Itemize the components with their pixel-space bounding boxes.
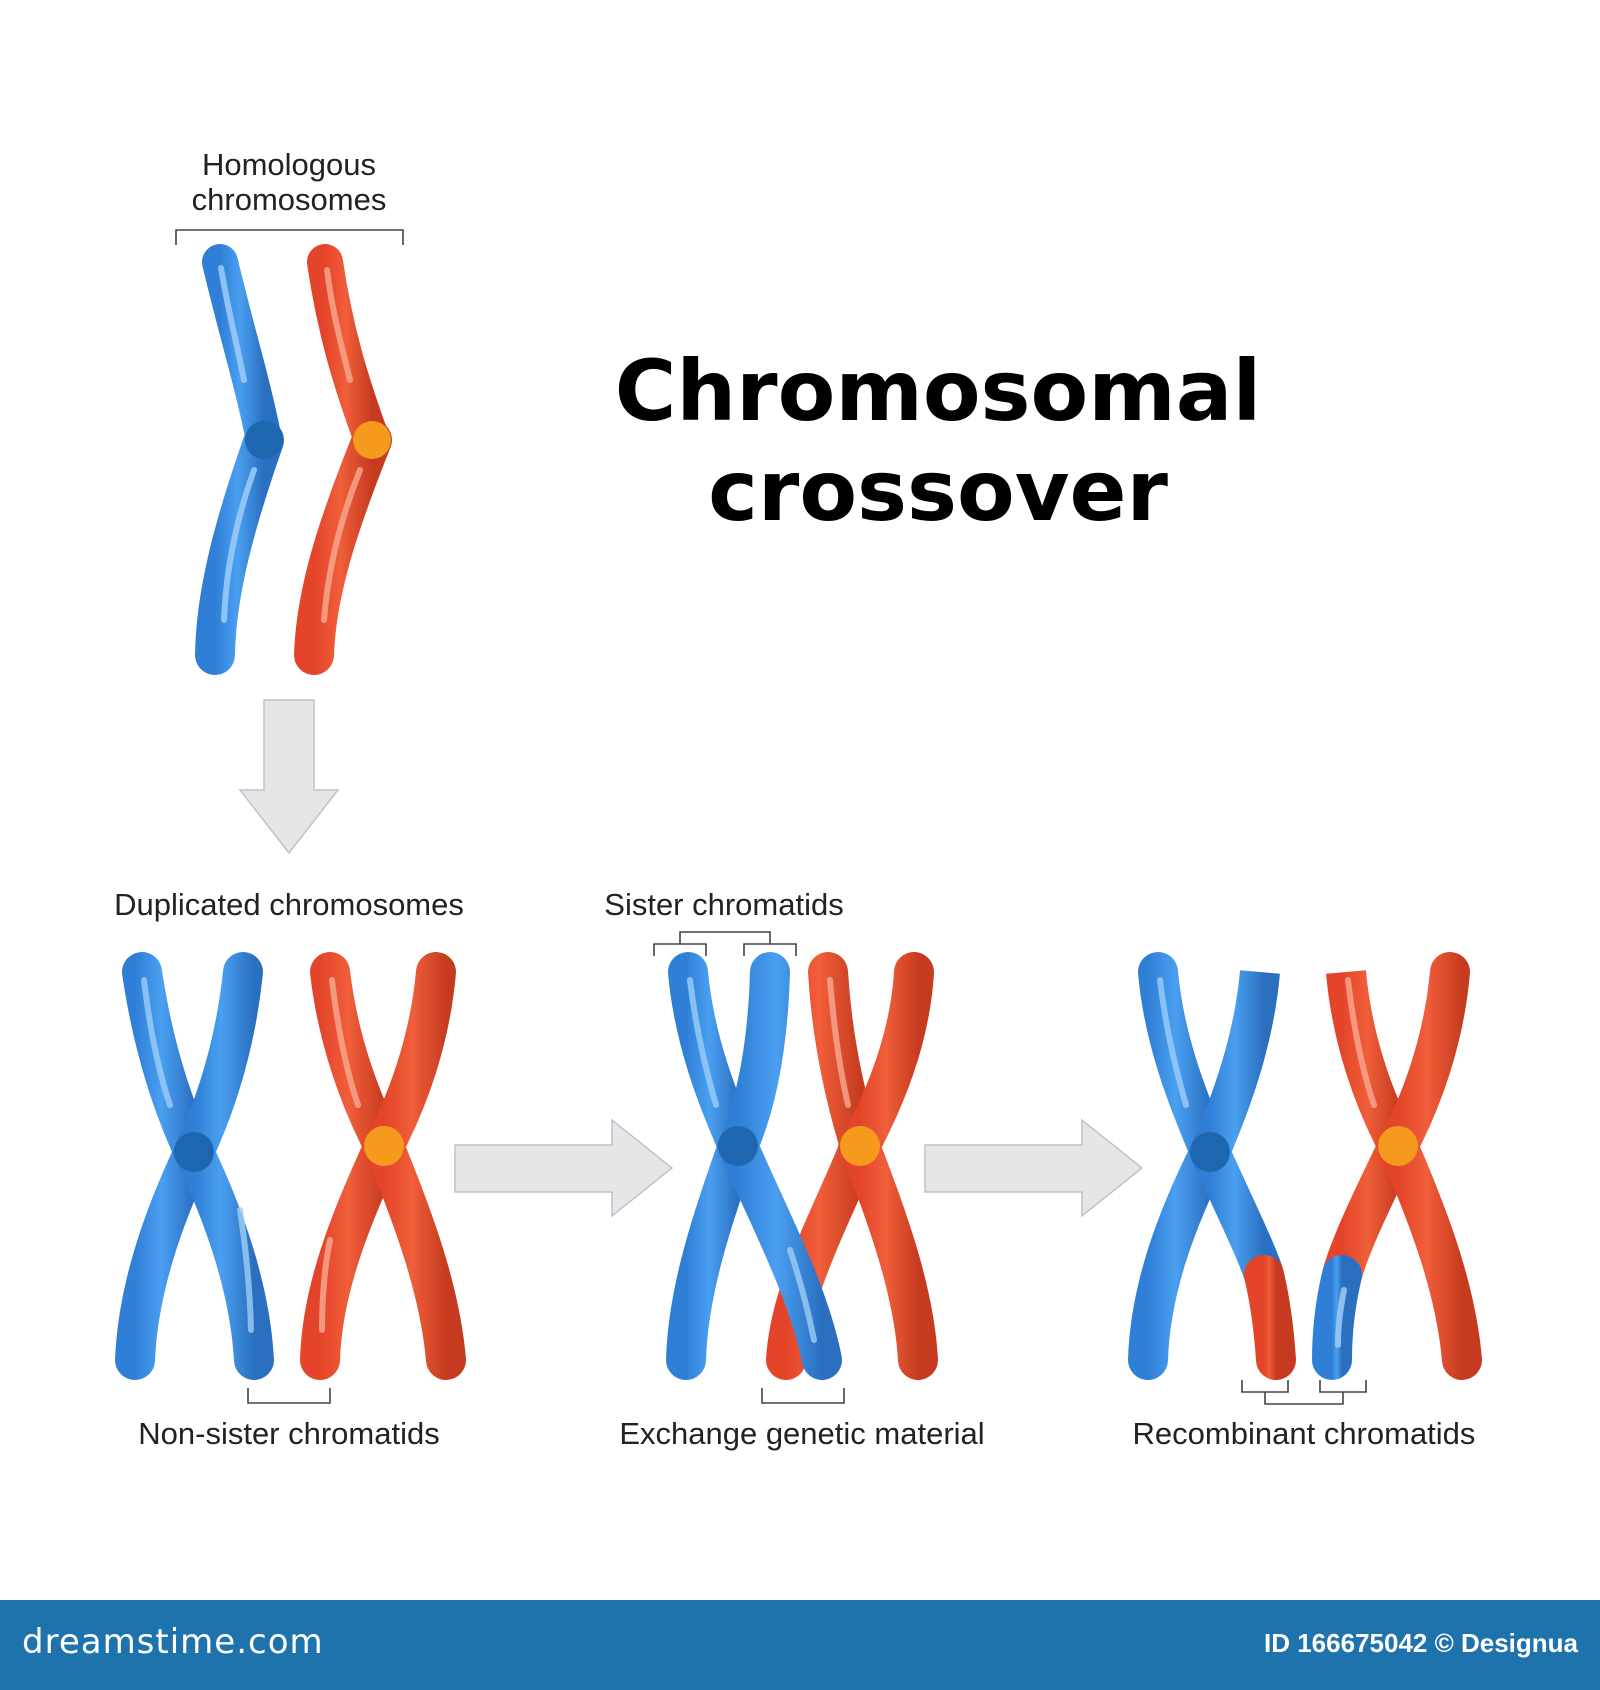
crossover-diagram: Chromosomal crossover Homologous chromos…: [114, 147, 1482, 1451]
orange-centromere: [353, 421, 391, 459]
sister-bracket-top: [679, 931, 771, 944]
exchange-bracket: [761, 1388, 845, 1404]
recombinant-bracket-left: [1241, 1380, 1289, 1393]
recombinant-blue-chromosome: [1128, 952, 1296, 1380]
right-arrow-icon: [454, 1118, 674, 1218]
duplicated-label: Duplicated chromosomes: [114, 887, 464, 922]
homologous-blue-chromosome: [195, 244, 284, 675]
orange-centromere: [364, 1126, 404, 1166]
non-sister-label: Non-sister chromatids: [138, 1416, 439, 1451]
blue-centromere: [718, 1126, 758, 1166]
blue-centromere: [174, 1132, 214, 1172]
exchange-blue-chromosome: [666, 952, 842, 1380]
footer-bar: dreamstime.com ID 166675042 © Designua: [0, 1600, 1600, 1690]
down-arrow-icon: [238, 699, 340, 855]
recombinant-bracket-right: [1319, 1380, 1367, 1393]
homologous-label-line-2: chromosomes: [192, 182, 387, 217]
sister-chromatids-label: Sister chromatids: [604, 887, 843, 922]
recombinant-red-chromosome: [1312, 952, 1482, 1380]
recombinant-label: Recombinant chromatids: [1133, 1416, 1476, 1451]
duplicated-blue-chromosome: [115, 952, 274, 1380]
title-line-1: Chromosomal: [615, 342, 1262, 440]
homologous-red-chromosome: [294, 244, 392, 675]
blue-centromere: [1190, 1132, 1230, 1172]
title-line-2: crossover: [708, 442, 1168, 540]
blue-centromere: [245, 421, 283, 459]
orange-centromere: [1378, 1126, 1418, 1166]
orange-centromere: [840, 1126, 880, 1166]
homologous-label-line-1: Homologous: [202, 147, 376, 182]
duplicated-red-chromosome: [300, 952, 466, 1380]
right-arrow-icon: [924, 1118, 1144, 1218]
exchange-label: Exchange genetic material: [619, 1416, 984, 1451]
non-sister-bracket: [247, 1388, 331, 1404]
footer-credit: ID 166675042 © Designua: [1264, 1628, 1578, 1658]
homologous-bracket: [175, 229, 404, 245]
footer-logo[interactable]: dreamstime.com: [22, 1622, 324, 1662]
recombinant-bracket-join: [1264, 1392, 1344, 1405]
